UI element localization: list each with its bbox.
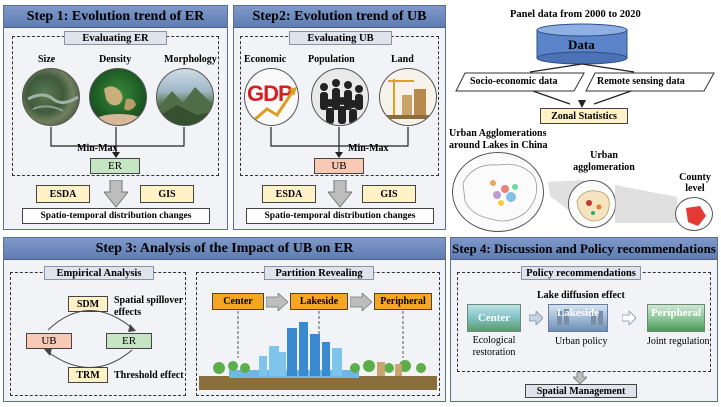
er-index-box: ER <box>90 158 140 174</box>
lake-diffusion-label: Lake diffusion effect <box>537 290 625 301</box>
step3-center-box: Center <box>212 293 264 310</box>
ual-title: Urban Agglomerations around Lakes in Chi… <box>449 128 548 151</box>
center-photo-label: Center <box>477 312 511 324</box>
remote-sensing-label: Remote sensing data <box>597 76 685 87</box>
ub-index-box: UB <box>314 158 364 174</box>
step3-panel: Step 3: Analysis of the Impact of UB on … <box>3 237 446 402</box>
partition-title: Partition Revealing <box>264 266 374 280</box>
step2-connector <box>270 127 409 158</box>
joint-regulation-caption: Joint regulation <box>647 336 710 347</box>
step1-dim-morphology: Morphology <box>164 54 217 65</box>
county-map <box>675 197 713 231</box>
county-level-label: County level <box>679 172 711 194</box>
lakeside-photo: Lakeside <box>548 304 608 332</box>
step3-er-box: ER <box>106 333 152 349</box>
step1-minmax: Min-Max <box>77 143 118 154</box>
step4-arrow-1 <box>529 311 543 325</box>
remote-parallelogram <box>585 72 715 92</box>
spillover-label: Spatial spillover effects <box>114 295 183 318</box>
step2-dim-economic: Economic <box>244 54 287 65</box>
step1-dim-density: Density <box>99 54 132 65</box>
step3-arrow-1 <box>266 293 288 311</box>
step1-dim-size: Size <box>38 54 56 65</box>
socio-economic-label: Socio-economic data <box>470 76 558 87</box>
sdm-box: SDM <box>68 296 108 312</box>
lakeside-photo-label: Lakeside <box>556 307 600 319</box>
step2-esda-box: ESDA <box>262 185 316 203</box>
peripheral-photo-label: Peripheral <box>650 307 702 319</box>
step3-arrow-2 <box>350 293 372 311</box>
china-map <box>452 152 544 232</box>
step2-dim-land: Land <box>391 54 414 65</box>
mountain-photo <box>156 68 214 126</box>
ub-er-loop <box>44 310 136 368</box>
step2-eval-title: Evaluating UB <box>289 31 392 45</box>
step4-arrow-2 <box>622 311 636 325</box>
city-skyline-illustration <box>199 322 437 390</box>
database-label: Data <box>568 37 595 52</box>
peripheral-photo: Peripheral <box>647 304 705 332</box>
step1-esda-box: ESDA <box>36 185 90 203</box>
step2-minmax: Min-Max <box>348 143 389 154</box>
step2-result-box: Spatio-temporal distribution changes <box>246 208 434 224</box>
step4-title: Step 4: Discussion and Policy recommenda… <box>451 238 717 260</box>
land-image <box>379 68 437 126</box>
threshold-label: Threshold effect <box>114 370 184 381</box>
urban-agglomeration-label: Urban agglomeration <box>573 150 635 173</box>
step1-eval-title: Evaluating ER <box>64 31 167 45</box>
step3-lakeside-box: Lakeside <box>290 293 348 310</box>
step2-gis-box: GIS <box>362 185 416 203</box>
step4-down-arrow <box>573 372 587 384</box>
step1-gis-box: GIS <box>140 185 194 203</box>
step4-panel: Step 4: Discussion and Policy recommenda… <box>450 237 718 402</box>
wetland-photo <box>22 68 80 126</box>
population-image <box>311 68 369 126</box>
step1-panel: Step 1: Evolution trend of ER Evaluating… <box>3 5 228 230</box>
zonal-statistics-box: Zonal Statistics <box>540 108 628 124</box>
step1-down-arrow <box>104 180 128 208</box>
ecological-restoration-caption: Ecological restoration <box>472 335 516 358</box>
gdp-image: GDP <box>244 68 299 126</box>
step1-result-box: Spatio-temporal distribution changes <box>22 208 210 224</box>
step3-peripheral-box: Peripheral <box>374 293 432 310</box>
step2-title: Step2: Evolution trend of UB <box>234 6 445 28</box>
step1-title: Step 1: Evolution trend of ER <box>4 6 227 28</box>
empirical-title: Empirical Analysis <box>44 266 154 280</box>
step2-down-arrow <box>328 180 352 208</box>
center-photo: Center <box>467 304 521 332</box>
urban-agglomeration-map <box>568 180 616 228</box>
step1-connector <box>50 127 185 158</box>
step3-zone-lines <box>237 311 404 358</box>
panel-data-label: Panel data from 2000 to 2020 <box>510 9 641 20</box>
policy-title: Policy recommendations <box>521 266 641 280</box>
step2-panel: Step2: Evolution trend of UB Evaluating … <box>233 5 446 230</box>
step2-dim-population: Population <box>308 54 355 65</box>
globe-photo <box>89 68 147 126</box>
spatial-management-box: Spatial Management <box>525 384 637 398</box>
database-icon <box>536 23 628 65</box>
socio-parallelogram <box>455 72 585 92</box>
zoom-wedge-2 <box>615 185 677 223</box>
urban-policy-caption: Urban policy <box>555 336 608 347</box>
step3-ub-box: UB <box>26 333 72 349</box>
trm-box: TRM <box>68 367 108 383</box>
step3-title: Step 3: Analysis of the Impact of UB on … <box>4 238 445 260</box>
data-split-lines <box>529 63 635 108</box>
